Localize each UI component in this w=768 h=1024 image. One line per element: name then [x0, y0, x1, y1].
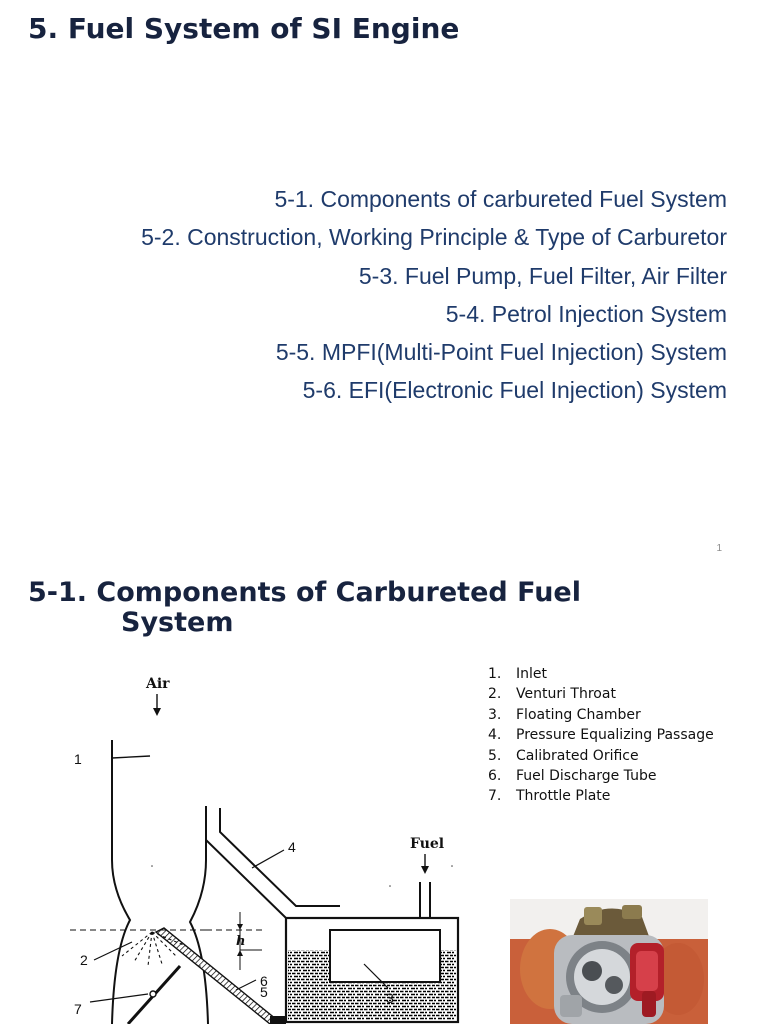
toc-item-5-5: 5-5. MPFI(Multi-Point Fuel Injection) Sy… — [275, 339, 727, 366]
h-label: h — [236, 934, 245, 949]
toc-item-5-6: 5-6. EFI(Electronic Fuel Injection) Syst… — [302, 377, 727, 404]
legend-item: 5.Calibrated Orifice — [488, 747, 639, 764]
calibrated-orifice — [270, 1016, 286, 1024]
label-3-pointer — [363, 963, 389, 989]
title-line-1: 5-1. Components of Carbureted Fuel — [28, 577, 581, 608]
label-7-pointer — [89, 993, 149, 1003]
label-6-pointer — [235, 979, 257, 991]
pressure-passage-outer — [205, 808, 340, 919]
carburetor-photo — [510, 899, 708, 1024]
h-arrow-bottom — [237, 950, 243, 956]
label-2-pointer — [93, 941, 133, 961]
page-number: 1 — [716, 543, 722, 554]
venturi-left-wall — [111, 740, 132, 1024]
toc-item-5-2: 5-2. Construction, Working Principle & T… — [141, 224, 727, 251]
label-4-pointer — [251, 849, 285, 869]
legend-item: 7.Throttle Plate — [488, 788, 611, 805]
label-2: 2 — [80, 952, 88, 968]
label-1: 1 — [74, 751, 82, 767]
fuel-discharge-tube — [154, 927, 284, 1024]
carburetor-diagram: Air 1 4 Fuel 6 — [70, 676, 460, 1024]
pressure-passage-inner — [219, 808, 340, 907]
venturi-right-wall — [188, 806, 209, 1024]
fuel-arrow-head — [421, 866, 429, 874]
legend-item: 3.Floating Chamber — [488, 706, 641, 723]
toc-item-5-3: 5-3. Fuel Pump, Fuel Filter, Air Filter — [358, 262, 727, 289]
label-6: 6 — [260, 973, 268, 989]
component-legend: 1.Inlet 2.Venturi Throat 3.Floating Cham… — [488, 664, 714, 807]
legend-item: 1.Inlet — [488, 666, 547, 682]
inlet-pointer — [111, 755, 151, 759]
table-of-contents: 5-1. Components of carbureted Fuel Syste… — [141, 180, 727, 410]
slide-2: 5-1. Components of Carbureted Fuel Syste… — [0, 570, 768, 1024]
throttle-pivot — [149, 990, 157, 998]
slide-title: 5. Fuel System of SI Engine — [28, 12, 460, 45]
h-arrow-top — [237, 924, 243, 930]
toc-item-5-1: 5-1. Components of carbureted Fuel Syste… — [274, 186, 727, 212]
legend-item: 2.Venturi Throat — [488, 686, 616, 703]
label-5: 5 — [260, 984, 268, 1000]
label-3: 3 — [386, 990, 394, 1006]
slide-title: 5-1. Components of Carbureted Fuel Syste… — [28, 578, 581, 638]
air-arrow-head — [153, 708, 161, 716]
toc-item-5-4: 5-4. Petrol Injection System — [445, 300, 727, 327]
label-7: 7 — [74, 1001, 82, 1017]
fuel-label: Fuel — [410, 836, 444, 852]
float — [329, 929, 441, 983]
fuel-spray — [121, 931, 187, 967]
label-4: 4 — [288, 839, 296, 855]
air-label: Air — [145, 676, 170, 692]
slide-1: 5. Fuel System of SI Engine 5-1. Compone… — [28, 12, 727, 554]
legend-item: 4.Pressure Equalizing Passage — [488, 727, 714, 744]
title-line-2: System — [121, 607, 234, 638]
legend-item: 6.Fuel Discharge Tube — [488, 768, 657, 785]
scan-specks — [151, 865, 453, 967]
